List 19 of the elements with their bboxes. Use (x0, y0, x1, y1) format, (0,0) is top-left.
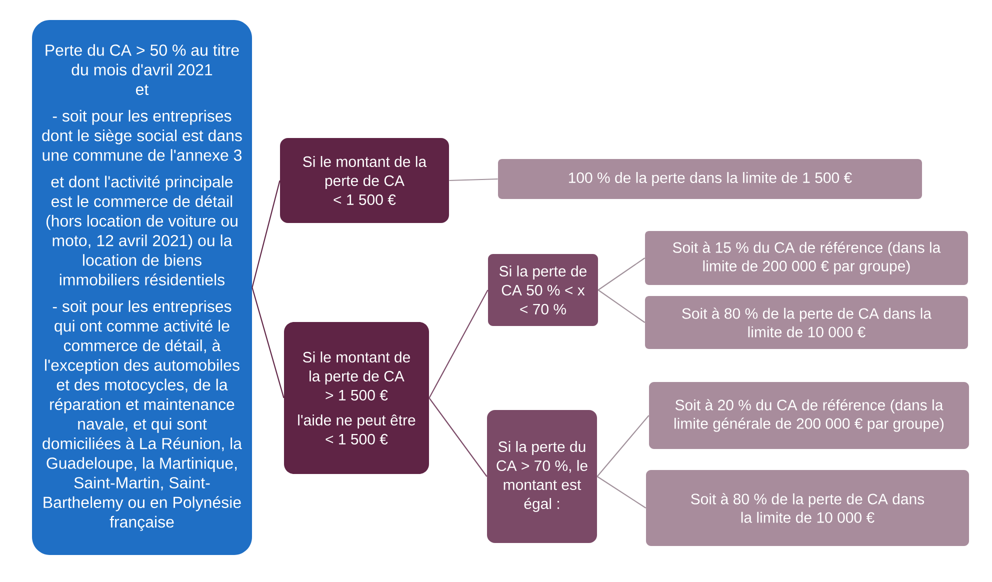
connector-line (428, 290, 488, 398)
result-box: Soit à 20 % du CA de référence (dans la limite générale de 200 000 € par groupe) (649, 382, 969, 449)
condition-box: Perte du CA > 50 % au titre du mois d'avril 2021 et - soit pour les entreprises dont le siège social est dans une commune de l'annexe 3 et dont l'activité principale est le commerce de détail (hors location de voiture ou moto, 12 avril 2021) ou la location de biens immobiliers résidentiels - soit pour les entreprises qui ont comme activité le commerce de détail, à l'exception des automobiles et des motocycles, de la réparation et maintenance navale, et qui sont domiciliées à La Réunion, la Guadeloupe, la Martinique, Saint-Martin, Saint-Barthelemy ou en Polynésie française (32, 20, 252, 555)
connector-line (596, 476, 646, 508)
connector-line (449, 178, 498, 182)
connector-line (598, 290, 646, 323)
result-box: Soit à 80 % de la perte de CA dans la limite de 10 000 € (645, 296, 968, 349)
connector-line (428, 398, 488, 477)
decision-box: Si le montant de la perte de CA < 1 500 € (280, 138, 449, 223)
connector-line (596, 415, 650, 477)
connector-line (598, 258, 646, 290)
connector-line (252, 287, 284, 398)
condition-box: Si la perte de CA 50 % < x < 70 % (488, 254, 598, 326)
decision-box: Si le montant de la perte de CA > 1 500 € l'aide ne peut être < 1 500 € (284, 322, 429, 474)
result-box: Soit à 80 % de la perte de CA dans la limite de 10 000 € (646, 470, 969, 546)
result-box: 100 % de la perte dans la limite de 1 500 € (498, 159, 922, 199)
condition-box: Si la perte du CA > 70 %, le montant est égal : (487, 410, 597, 543)
connector-line (252, 180, 280, 288)
result-box: Soit à 15 % du CA de référence (dans la limite de 200 000 € par groupe) (645, 231, 968, 285)
